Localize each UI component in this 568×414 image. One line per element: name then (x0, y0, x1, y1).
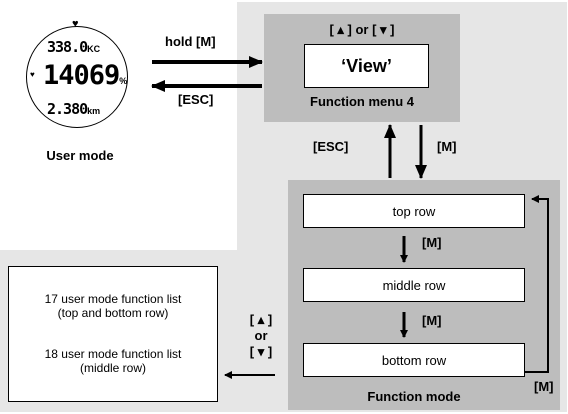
esc-top-label: [ESC] (178, 92, 214, 107)
up-down-hint: [ ▴ ] or [ ▾ ] (329, 22, 395, 37)
bottom-row-box: bottom row (303, 343, 525, 377)
heart-small-icon: ♥ (30, 70, 35, 79)
m-loop-label: [M] (534, 379, 554, 394)
watch-line2: 14069% (43, 60, 127, 91)
m-mid-label: [M] (437, 139, 457, 154)
watch-line1-value: 338.0 (47, 38, 88, 56)
m-step2-label: [M] (422, 313, 442, 328)
left-up-label: [ ▴ ] (249, 312, 273, 327)
view-box: ‘View’ (304, 44, 429, 88)
function-mode-title: Function mode (367, 389, 461, 404)
hold-m-label: hold [M] (165, 34, 216, 49)
bottom-row-label: bottom row (381, 352, 447, 368)
left-or-label: or (254, 328, 268, 343)
function-list-item-2: 18 user mode function list (middle row) (44, 347, 182, 375)
watch-line2-value: 14069 (43, 60, 120, 91)
middle-row-box: middle row (303, 268, 525, 302)
left-down-label: [ ▾ ] (249, 344, 273, 359)
function-list-item-1: 17 user mode function list (top and bott… (44, 292, 182, 320)
view-label: ‘View’ (341, 55, 392, 76)
m-step1-label: [M] (422, 235, 442, 250)
esc-mid-label: [ESC] (313, 139, 349, 154)
top-row-label: top row (392, 203, 436, 219)
heart-icon: ♥ (72, 18, 79, 30)
top-row-box: top row (303, 194, 525, 228)
watch-display (26, 26, 128, 128)
watch-line2-unit: % (119, 76, 128, 86)
watch-line1: 338.0KC (47, 38, 100, 57)
watch-line3: 2.380km (47, 100, 100, 119)
user-mode-caption: User mode (46, 148, 114, 163)
watch-line3-value: 2.380 (47, 100, 88, 118)
watch-line1-unit: KC (87, 44, 101, 54)
watch-line3-unit: km (87, 106, 101, 116)
function-menu-title: Function menu 4 (310, 94, 414, 109)
middle-row-label: middle row (382, 277, 446, 293)
function-list-box (8, 266, 218, 402)
loop-arrow (525, 195, 549, 373)
